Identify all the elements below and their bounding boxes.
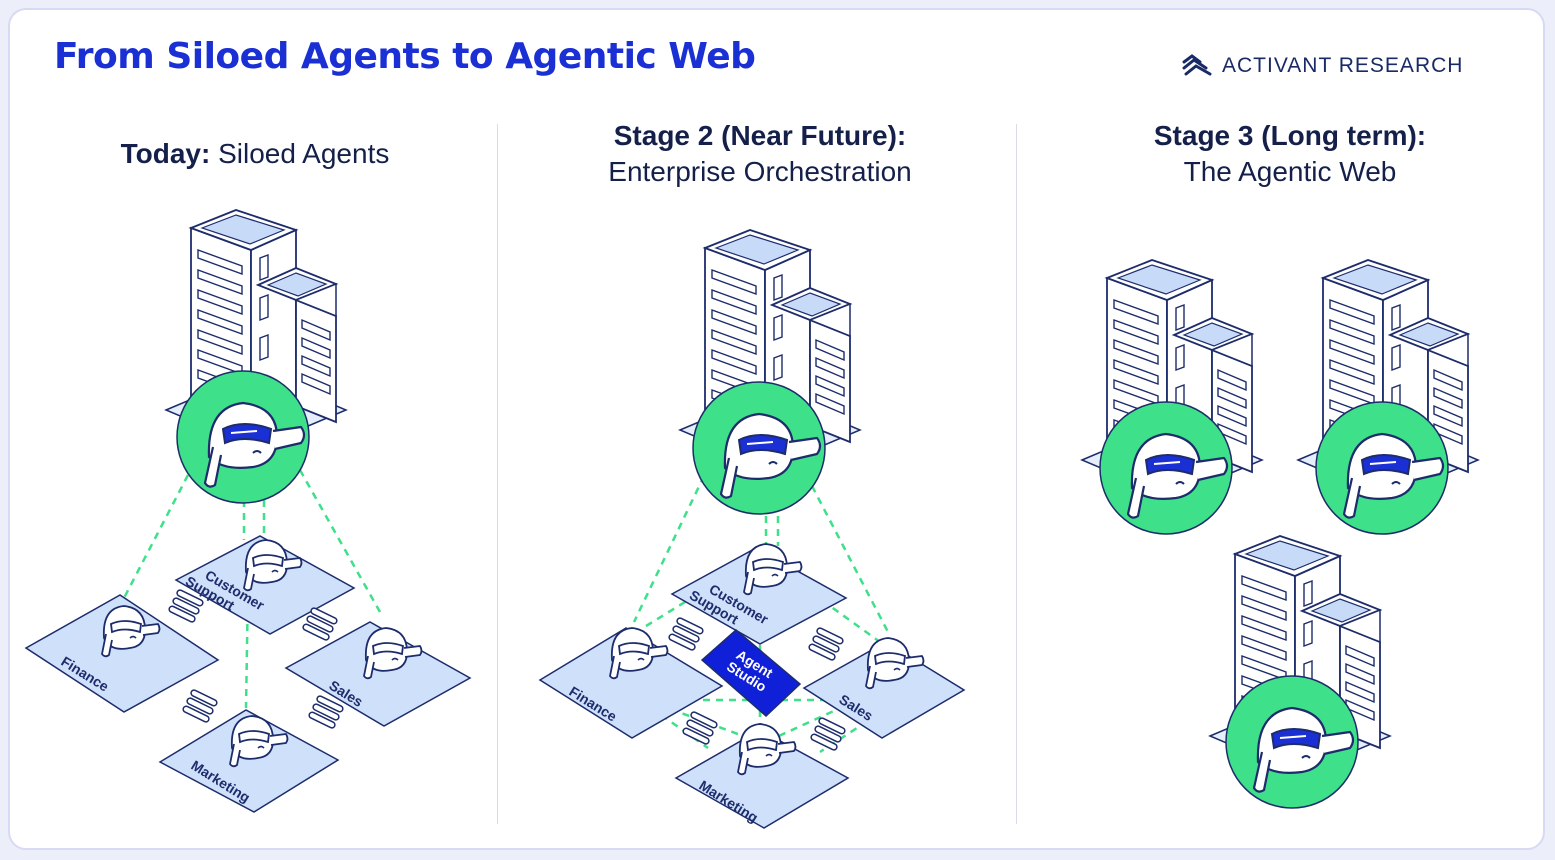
customer-support-tile — [670, 547, 848, 645]
brand-name-bold: ACTIVANT — [1222, 54, 1332, 77]
brand-name: ACTIVANT RESEARCH — [1222, 54, 1463, 78]
stage-2-heading-bold: Stage 2 (Near Future): — [613, 120, 907, 151]
page-title: From Siloed Agents to Agentic Web — [54, 36, 756, 77]
stage-2-diagram: AgentStudio Finance CustomerSupport Sale… — [538, 229, 966, 829]
column-divider-2 — [1016, 124, 1017, 824]
finance-tile — [538, 627, 724, 739]
finance-tile — [24, 594, 220, 713]
activant-stripes-icon — [1182, 54, 1212, 76]
stage-1-stripes-icon — [181, 688, 219, 724]
agent-studio-hub — [700, 629, 802, 718]
brand-logo: ACTIVANT RESEARCH — [1180, 50, 1463, 82]
stage-3-heading-bold: Stage 3 (Long term): — [1153, 120, 1427, 151]
sales-tile — [284, 621, 472, 727]
stage-1-connectors — [122, 469, 382, 709]
stage-2-title: Stage 2 (Near Future): Enterprise Orches… — [530, 118, 990, 190]
column-divider-1 — [497, 124, 498, 824]
stage-3-agent-1-icon — [1098, 400, 1234, 536]
stage-2-heading-rest: Enterprise Orchestration — [608, 156, 912, 187]
stage-1-heading-rest: Siloed Agents — [218, 138, 390, 169]
stage-1-stripes-icon — [307, 694, 345, 730]
stage-3-title: Stage 3 (Long term): The Agentic Web — [1060, 118, 1520, 190]
stage-2-stripes-icon — [667, 616, 705, 652]
stage-2-big-agent-icon — [691, 380, 827, 516]
stage-2-stripes-icon — [809, 716, 847, 752]
marketing-tile — [158, 709, 340, 813]
stage-1-title: Today: Siloed Agents — [50, 136, 460, 172]
brand-name-rest: RESEARCH — [1338, 54, 1464, 77]
customer-support-tile — [174, 535, 356, 635]
marketing-tile — [674, 729, 850, 829]
stage-1-heading-bold: Today: — [120, 138, 211, 169]
stage-2-stripes-icon — [807, 626, 845, 662]
sales-tile — [802, 641, 966, 739]
stage-3-agent-3-icon — [1224, 674, 1360, 810]
stage-3-agent-2-icon — [1314, 400, 1450, 536]
stage-3-heading-rest: The Agentic Web — [1183, 156, 1397, 187]
stage-1-big-agent-icon — [175, 369, 311, 505]
stage-3-diagram — [1081, 259, 1479, 810]
stage-1-diagram: Finance CustomerSupport Sales Marketing — [24, 209, 472, 813]
